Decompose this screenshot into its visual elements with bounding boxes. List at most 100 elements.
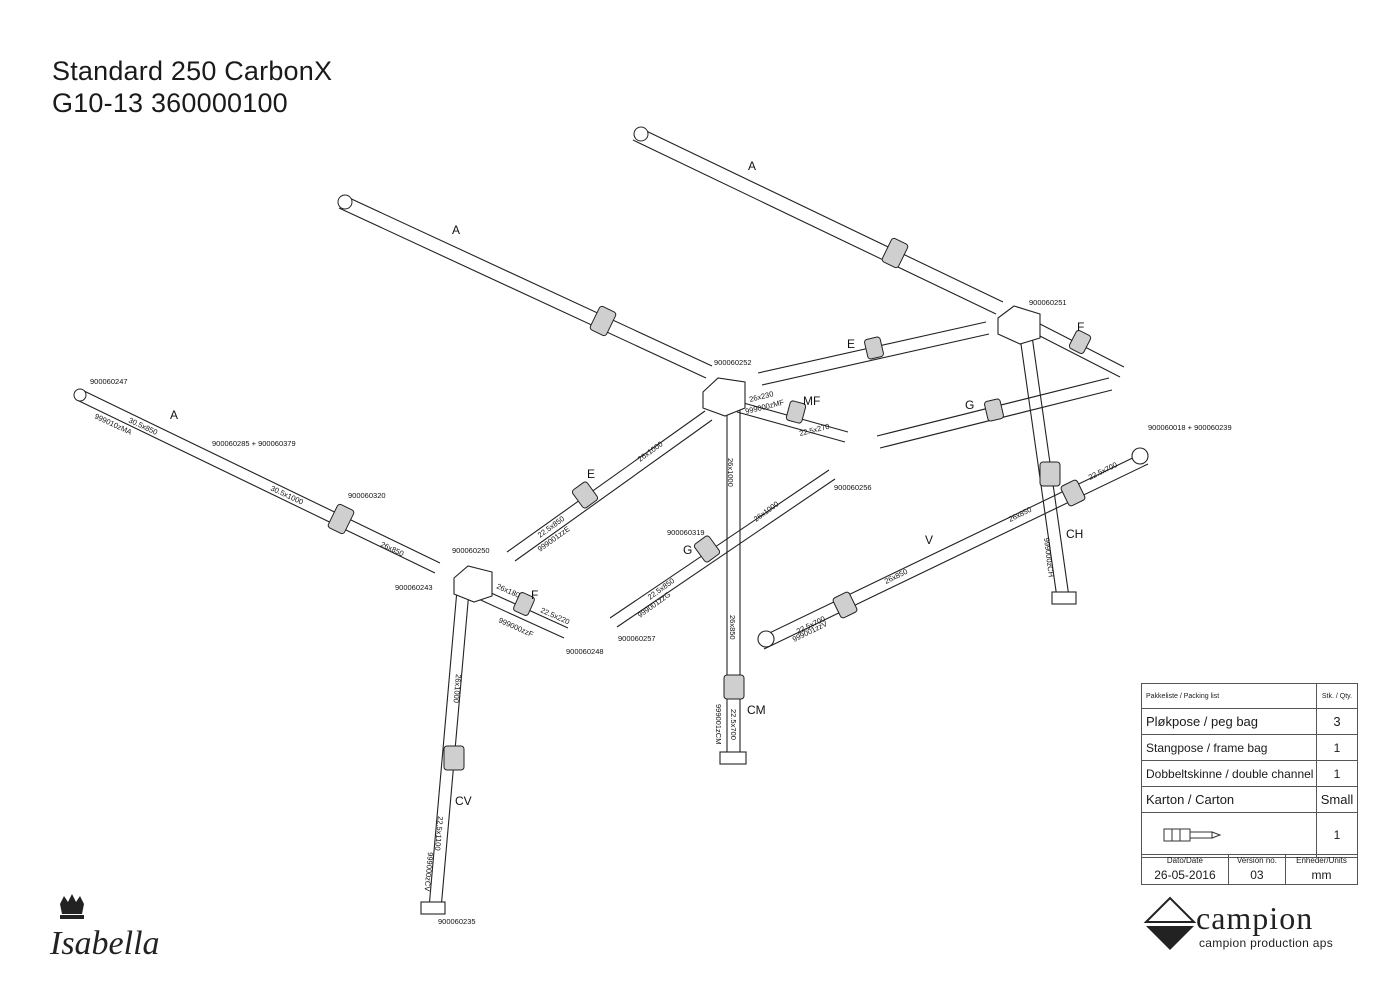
clamp bbox=[1068, 329, 1092, 355]
meta-date: 26-05-2016 bbox=[1141, 866, 1229, 885]
packing-row: Stangpose / frame bag 1 bbox=[1141, 734, 1358, 761]
v-end-clamp bbox=[1131, 447, 1149, 465]
packing-header-item: Pakkeliste / Packing list bbox=[1141, 683, 1317, 709]
dimension: 999000zCH bbox=[1042, 537, 1056, 577]
label-a-front: A bbox=[170, 408, 178, 422]
page-title: Standard 250 CarbonX bbox=[52, 56, 333, 86]
dimension: 22.5x1100 bbox=[433, 816, 445, 851]
dimension: 26x1000 bbox=[752, 499, 781, 523]
end-cap bbox=[633, 126, 649, 142]
meta-units: mm bbox=[1284, 866, 1359, 885]
part-number: 900060243 bbox=[395, 583, 433, 592]
dimension: 22.5x270 bbox=[798, 422, 830, 438]
dimension: 22.5x700 bbox=[729, 709, 738, 740]
tool-cell bbox=[1141, 812, 1317, 858]
dimension: 26x1000 bbox=[451, 674, 462, 703]
label-mf: MF bbox=[803, 394, 820, 408]
dimension: 22.5x220 bbox=[539, 606, 571, 627]
clamp bbox=[513, 592, 535, 616]
label-e-upper: E bbox=[847, 337, 855, 351]
part-number: 900060251 bbox=[1029, 298, 1067, 307]
label-cm: CM bbox=[747, 703, 766, 717]
corner-joint-front bbox=[453, 565, 493, 603]
packing-row: Dobbeltskinne / double channel 1 bbox=[1141, 760, 1358, 787]
meta-header-row: Dato/Date Version no. Enheder/Units bbox=[1141, 854, 1359, 866]
clamp bbox=[589, 305, 617, 337]
packing-list-table: Pakkeliste / Packing list Stk. / Qty. Pl… bbox=[1141, 683, 1358, 858]
clamp bbox=[984, 398, 1004, 422]
meta-version-label: Version no. bbox=[1227, 854, 1286, 866]
label-g-lower: G bbox=[683, 543, 692, 557]
pole-a-front bbox=[76, 389, 441, 574]
clamp bbox=[864, 336, 884, 360]
dimension: 26x1000 bbox=[726, 458, 735, 487]
part-number: 900060256 bbox=[834, 483, 872, 492]
screwdriver-icon bbox=[1163, 828, 1222, 842]
clamp bbox=[832, 591, 858, 619]
campion-subtitle: campion production aps bbox=[1199, 936, 1334, 950]
label-v: V bbox=[925, 533, 933, 547]
foot-plate bbox=[719, 751, 747, 765]
tool-qty: 1 bbox=[1316, 812, 1358, 858]
packing-header-qty: Stk. / Qty. bbox=[1316, 683, 1358, 709]
part-number: 900060252 bbox=[714, 358, 752, 367]
part-number: 900060319 bbox=[667, 528, 705, 537]
pole-a-middle bbox=[338, 195, 713, 379]
dimension: 26x850 bbox=[379, 540, 405, 559]
label-ch: CH bbox=[1066, 527, 1083, 541]
packing-item: Pløkpose / peg bag bbox=[1141, 708, 1317, 735]
meta-units-label: Enheder/Units bbox=[1284, 854, 1359, 866]
leg-cm bbox=[726, 404, 741, 752]
clamp bbox=[881, 237, 909, 269]
clamp bbox=[1039, 461, 1061, 487]
meta-date-label: Dato/Date bbox=[1141, 854, 1229, 866]
packing-item: Dobbeltskinne / double channel bbox=[1141, 760, 1317, 787]
campion-logo-icon bbox=[1143, 896, 1197, 950]
dimension: 26x850 bbox=[883, 567, 909, 586]
corner-joint-back bbox=[997, 305, 1041, 345]
dimension: 22.5x700 bbox=[1087, 460, 1119, 482]
packing-row: Pløkpose / peg bag 3 bbox=[1141, 708, 1358, 735]
clamp bbox=[571, 481, 599, 509]
label-f-lower: F bbox=[531, 588, 538, 602]
end-cap bbox=[73, 388, 87, 402]
isabella-logo-icon: Isabella bbox=[49, 894, 160, 962]
pole-e-lower bbox=[506, 410, 713, 562]
clamp bbox=[785, 400, 807, 424]
dimension: 999000zCV bbox=[423, 852, 435, 892]
pole-g-lower bbox=[609, 469, 836, 628]
part-number: 900060235 bbox=[438, 917, 476, 926]
drawing-meta-table: Dato/Date Version no. Enheder/Units 26-0… bbox=[1141, 854, 1359, 885]
part-number: 900060248 bbox=[566, 647, 604, 656]
packing-qty: 1 bbox=[1316, 734, 1358, 761]
meta-version: 03 bbox=[1227, 866, 1286, 885]
clamp bbox=[443, 745, 465, 771]
part-number: 900060320 bbox=[348, 491, 386, 500]
dimension: 999000zzF bbox=[497, 616, 535, 639]
clamp bbox=[723, 674, 745, 700]
foot-plate bbox=[1051, 591, 1077, 605]
packing-item: Karton / Carton bbox=[1141, 786, 1317, 813]
packing-row: 1 bbox=[1141, 812, 1358, 858]
label-a-back: A bbox=[748, 159, 756, 173]
end-cap bbox=[337, 194, 353, 210]
label-a-middle: A bbox=[452, 223, 460, 237]
meta-value-row: 26-05-2016 03 mm bbox=[1141, 866, 1359, 885]
packing-qty: Small bbox=[1316, 786, 1358, 813]
label-e-lower: E bbox=[587, 467, 595, 481]
label-g-upper: G bbox=[965, 398, 974, 412]
part-number: 900060257 bbox=[618, 634, 656, 643]
dimension: 999001zCM bbox=[714, 704, 723, 744]
part-number: 900060247 bbox=[90, 377, 128, 386]
clamp bbox=[327, 503, 355, 535]
part-number: 900060285 + 900060379 bbox=[212, 439, 296, 448]
clamp bbox=[1060, 479, 1086, 507]
packing-item: Stangpose / frame bag bbox=[1141, 734, 1317, 761]
packing-qty: 1 bbox=[1316, 760, 1358, 787]
page-subtitle: G10-13 360000100 bbox=[52, 88, 288, 118]
pole-a-back bbox=[632, 127, 1004, 315]
v-end-clamp bbox=[757, 630, 775, 648]
campion-wordmark: campion bbox=[1196, 900, 1314, 936]
dimension: 26x1000 bbox=[636, 439, 665, 463]
